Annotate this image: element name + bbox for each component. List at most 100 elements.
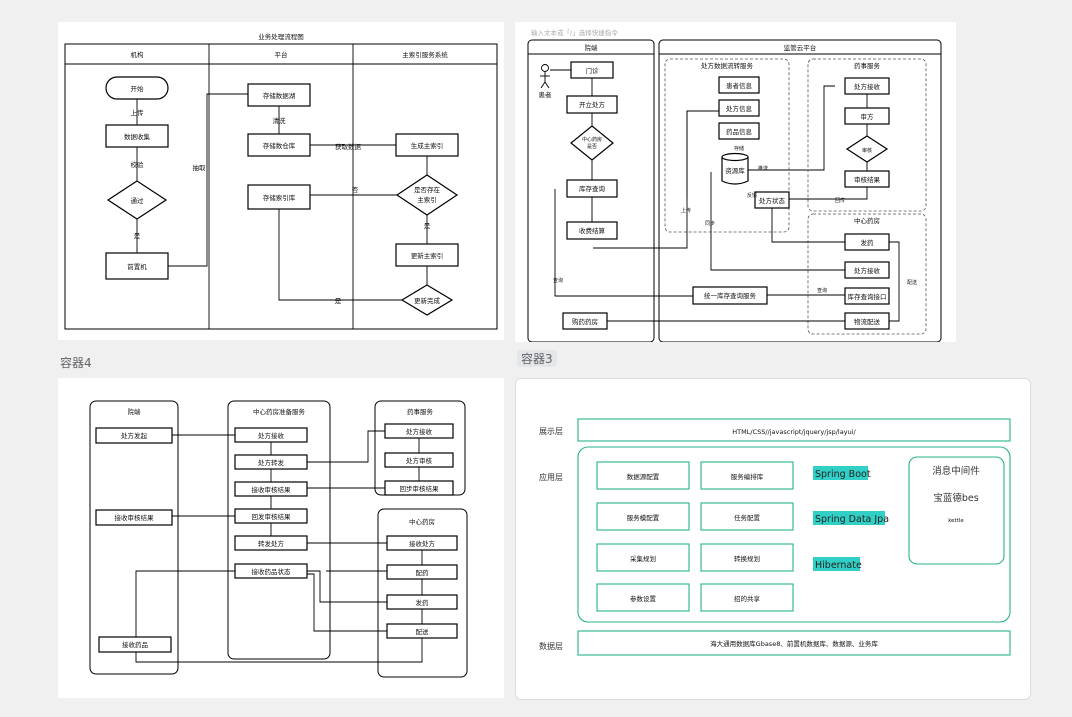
review-label: 审方 — [861, 112, 875, 121]
edge-label-notify: 推送 — [758, 165, 768, 172]
edge-label-upload: 上传 — [681, 207, 691, 214]
app-box-service-config-label: 服务模配置 — [627, 513, 660, 522]
prescription-platform-diagram: 输入文本或「/」选择快捷指令 院端 患者 门诊 开立处方 中心药房 是否 库存查… — [527, 28, 942, 343]
mq-sub: 宝蓝德bes — [933, 492, 978, 504]
p-send-label: 发药 — [416, 598, 430, 607]
flowchart-business-process[interactable]: 业务处理流程图 机构 平台 主索引服务系统 开始 上传 数据收集 校验 通过 是… — [58, 22, 504, 340]
lane-header-institution: 机构 — [131, 50, 145, 59]
patient-label: 患者 — [539, 90, 553, 99]
h-receive-result-node — [95, 509, 173, 526]
group-rx-flow-label: 处方数据流转服务 — [701, 61, 754, 70]
c-rx-forward-label: 处方转发 — [258, 458, 285, 467]
p-dispense-label: 配药 — [416, 568, 430, 577]
logistics-label: 物流配送 — [854, 317, 881, 326]
h-receive-drug-label: 接收药品 — [122, 640, 148, 649]
app-box-params — [596, 583, 690, 612]
lane-pharmacy-label: 中心药房 — [409, 517, 435, 526]
app-box-task-config-label: 任务配置 — [734, 513, 761, 522]
diagram-title: 业务处理流程图 — [258, 32, 304, 41]
layer-app-label: 应用层 — [539, 472, 563, 482]
app-layer-box — [577, 446, 1011, 623]
app-box-datasource-label: 数据源配置 — [627, 472, 660, 481]
r-rx-review-label: 处方审核 — [406, 456, 433, 465]
center-q-label-2: 是否 — [587, 144, 597, 150]
stock-query-label: 库存查询 — [579, 184, 606, 193]
edge-label-feedback: 反馈 — [747, 192, 757, 199]
edge-label-query: 查询 — [553, 277, 563, 284]
r-sync-label: 回步审核结果 — [400, 484, 440, 493]
edge-label-query-2: 查询 — [817, 287, 827, 294]
store-raw-label: 存储数据湖 — [263, 91, 296, 100]
rx-info-label: 处方信息 — [726, 104, 753, 113]
architecture-panel[interactable]: 展示层 HTML/CSS//javascript/jquery/jsp/layu… — [515, 378, 1031, 700]
data-collect-label: 数据收集 — [124, 132, 151, 141]
lane-header-platform: 平台 — [275, 50, 288, 59]
framework-spring-data-jpa: Spring Data Jpa — [815, 514, 889, 525]
lane-review-label: 药事服务 — [407, 407, 434, 416]
app-box-collect-label: 采集规划 — [630, 554, 656, 563]
edge-label-fetch: 获取数据 — [335, 142, 362, 151]
patient-info-label: 患者信息 — [726, 81, 753, 90]
update-done-decision — [400, 284, 454, 316]
c-recv-status-label: 接收药品状态 — [252, 567, 292, 576]
lane-platform-label: 监管云平台 — [784, 43, 817, 52]
display-layer-box — [577, 418, 1011, 442]
mq-title: 消息中间件 — [932, 465, 980, 477]
framework-spring-boot-highlight — [813, 466, 868, 480]
r-rx-recv-label: 处方接收 — [406, 427, 433, 436]
app-box-share — [700, 583, 794, 612]
flowchart-prescription-platform[interactable]: 输入文本或「/」选择快捷指令 院端 患者 门诊 开立处方 中心药房 是否 库存查… — [515, 22, 956, 343]
lane-center-service — [227, 400, 331, 660]
framework-hibernate: Hibernate — [815, 560, 862, 571]
swimlane-frame — [64, 43, 498, 330]
h-receive-drug-node — [98, 636, 172, 653]
c-send-rx-label: 转发处方 — [258, 539, 285, 548]
flowchart-center-pharmacy[interactable]: 院端 中心药房准备服务 药事服务 中心药房 处方发起 接收审核结果 接收药品 处… — [58, 378, 504, 698]
edge-label-yes: 是 — [134, 232, 141, 240]
unified-stock-node — [692, 286, 768, 305]
review-result-label: 审核结果 — [854, 175, 881, 184]
app-box-collect — [596, 543, 690, 572]
app-box-transform — [700, 543, 794, 572]
gen-index-label: 生成主索引 — [411, 141, 444, 150]
center-pharmacy-decision — [570, 125, 614, 161]
stock-api-node — [844, 287, 890, 305]
edge-label-yes-3: 是 — [335, 297, 342, 305]
container-3-label: 容器3 — [517, 350, 557, 367]
edge-label-no: 否 — [352, 186, 359, 194]
lane-center-label: 中心药房准备服务 — [253, 407, 306, 416]
edge-label-delivery: 配送 — [907, 279, 917, 286]
container-4-label: 容器4 — [60, 356, 92, 370]
app-box-orchestration-label: 服务编排库 — [731, 472, 764, 481]
group-center-pharmacy — [807, 213, 927, 335]
group-rx-flow — [664, 58, 790, 233]
c-rx-recv-label: 处方接收 — [258, 431, 285, 440]
h-send-rx-node — [95, 427, 173, 444]
storage-label: 存储 — [734, 145, 744, 152]
data-layer-box — [577, 630, 1011, 656]
framework-spring-boot: Spring Boot — [815, 469, 871, 480]
h-receive-result-label: 接收审核结果 — [115, 513, 155, 522]
group-review-service — [807, 58, 927, 212]
lane-center-pharmacy — [377, 508, 468, 678]
update-index-label: 更新主索引 — [411, 251, 444, 260]
mq-sub2: kettle — [948, 518, 964, 524]
pass-label: 通过 — [131, 196, 145, 205]
p-deliver-label: 配送 — [416, 627, 430, 636]
update-done-label: 更新完成 — [414, 296, 441, 305]
edge-label-check: 校验 — [131, 160, 145, 169]
drug-info-node — [718, 122, 760, 140]
lane-hospital — [89, 400, 179, 675]
display-layer-text: HTML/CSS//javascript/jquery/jsp/layui/ — [732, 428, 856, 436]
edge-label-return: 回传 — [835, 197, 845, 204]
store-warehouse-label: 存储数仓库 — [263, 141, 296, 150]
editor-hint: 输入文本或「/」选择快捷指令 — [531, 28, 618, 37]
c-recv-review-label: 接收审核结果 — [252, 485, 292, 494]
edge-label-yes-2: 是 — [424, 222, 431, 230]
data-layer-text: 海大通用数据库Gbase8、前置机数据库、数据源、业务库 — [710, 639, 878, 648]
patient-info-node — [718, 76, 760, 94]
drug-info-label: 药品信息 — [726, 127, 753, 136]
group-center-label: 中心药房 — [854, 216, 880, 225]
app-box-datasource — [596, 461, 690, 490]
edge-label-upload: 上传 — [131, 108, 145, 117]
